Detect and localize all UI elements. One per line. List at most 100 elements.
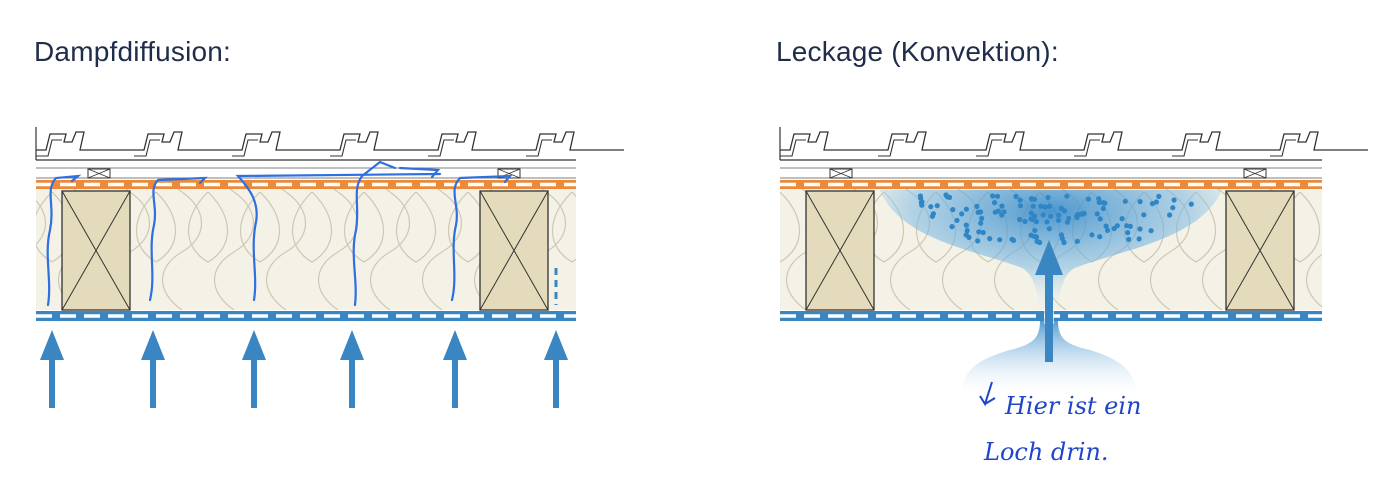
droplet (954, 217, 960, 223)
droplet (999, 203, 1005, 209)
droplet (997, 237, 1003, 243)
droplet (963, 232, 969, 238)
droplet (1040, 212, 1046, 218)
droplet (1042, 204, 1048, 210)
droplet (994, 193, 1001, 199)
droplet (963, 206, 970, 212)
droplet (1061, 239, 1067, 246)
droplet (1013, 193, 1019, 200)
droplet (978, 220, 984, 226)
droplet (1056, 212, 1062, 218)
droplet (1074, 238, 1080, 244)
droplet (1100, 205, 1106, 212)
droplet (1096, 199, 1102, 205)
droplet (928, 204, 934, 210)
droplet (991, 200, 998, 206)
droplet (964, 227, 970, 234)
droplet (1032, 213, 1038, 219)
droplet (959, 211, 965, 217)
roof-tile-icon (779, 127, 1369, 179)
droplet (1038, 203, 1044, 209)
droplet (995, 208, 1002, 214)
droplet (1156, 193, 1162, 199)
droplet (1094, 211, 1100, 217)
droplet (1009, 236, 1015, 242)
droplet (1137, 199, 1143, 205)
droplet (1031, 233, 1038, 240)
droplet (1045, 194, 1051, 201)
droplet (919, 199, 925, 205)
droplet (1044, 219, 1050, 225)
rafter-icon (805, 190, 1295, 311)
droplet (1126, 236, 1132, 242)
droplet (1037, 239, 1043, 246)
droplet (1030, 203, 1036, 209)
up-arrow-icon (40, 330, 568, 408)
vapour-path-icon (46, 160, 513, 307)
droplet (1125, 230, 1131, 236)
droplet (1124, 223, 1130, 229)
droplet (943, 192, 949, 198)
droplet (1033, 219, 1039, 225)
droplet (1103, 223, 1109, 229)
droplet (1114, 223, 1120, 229)
droplet (1141, 212, 1147, 218)
droplet (1028, 216, 1034, 222)
right-roof-section: Hier ist ein Loch drin. (779, 127, 1369, 466)
droplet (1167, 212, 1173, 218)
droplet (1089, 232, 1095, 238)
droplet-icon (917, 192, 1194, 246)
droplet (1097, 234, 1103, 240)
droplet (1137, 226, 1143, 232)
up-arrow-icon (1035, 240, 1063, 275)
droplet (1029, 196, 1035, 202)
droplet (1017, 197, 1023, 203)
droplet (1105, 227, 1111, 233)
droplet (1119, 216, 1125, 222)
droplet (1064, 193, 1070, 199)
droplet (1048, 213, 1054, 219)
droplet (1136, 236, 1142, 242)
droplet (979, 215, 985, 221)
droplet (974, 203, 980, 209)
droplet (1074, 214, 1080, 221)
pointer-arrow-icon (979, 381, 996, 407)
droplet (1081, 210, 1087, 216)
droplet (1032, 227, 1038, 234)
droplet (987, 236, 993, 242)
droplet (1170, 205, 1176, 211)
droplet (963, 222, 969, 228)
droplet (1064, 219, 1071, 225)
left-panel-title: Dampfdiffusion: (34, 36, 232, 67)
droplet (1149, 201, 1155, 207)
droplet (949, 224, 955, 230)
droplet (999, 212, 1005, 218)
droplet (990, 193, 996, 199)
droplet (976, 229, 982, 235)
droplet (934, 203, 940, 209)
right-panel-title: Leckage (Konvektion): (776, 36, 1059, 67)
droplet (1059, 235, 1065, 242)
annotation-line2: Loch drin. (983, 438, 1109, 466)
droplet (950, 207, 956, 213)
droplet (1122, 198, 1128, 204)
droplet (1046, 226, 1052, 232)
droplet (1102, 200, 1108, 206)
droplet (1017, 216, 1023, 223)
droplet (1017, 203, 1024, 209)
droplet (1022, 218, 1028, 224)
droplet (930, 211, 937, 217)
droplet (1097, 216, 1103, 222)
droplet (1188, 201, 1194, 207)
droplet (975, 238, 981, 244)
rafter-icon (61, 190, 549, 311)
droplet (1055, 217, 1062, 223)
annotation-line1: Hier ist ein (1004, 392, 1142, 420)
droplet (1153, 199, 1159, 205)
droplet (980, 229, 986, 236)
droplet (978, 209, 984, 215)
left-roof-section (35, 127, 625, 408)
droplet (1148, 228, 1154, 234)
droplet (1028, 210, 1034, 216)
